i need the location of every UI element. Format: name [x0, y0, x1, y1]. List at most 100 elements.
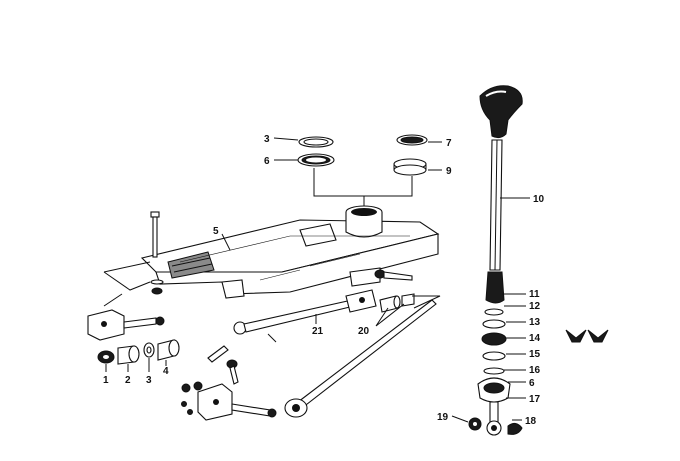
- sleeve-2-face: [128, 345, 140, 363]
- ring-8-inner: [400, 136, 424, 144]
- sleeve-4-face: [168, 339, 180, 357]
- bushing-set: [97, 339, 180, 365]
- housing-opening: [351, 208, 377, 216]
- console-lower-lug: [349, 267, 381, 287]
- mark-right: [587, 329, 609, 343]
- selector-rod: [297, 299, 437, 409]
- nut-b: [193, 381, 203, 391]
- callout-5: 5: [213, 226, 219, 237]
- leader-lines: [105, 137, 530, 423]
- console-edge: [179, 235, 410, 263]
- bolt-shank: [152, 216, 158, 258]
- callout-19: 19: [437, 412, 449, 423]
- console-bolt-tab: [299, 223, 337, 247]
- knob-highlight: [485, 90, 507, 97]
- pivot-bolt-shank: [383, 271, 413, 281]
- callout-15: 15: [529, 349, 541, 360]
- bolt-head: [150, 211, 160, 218]
- nut-a: [181, 383, 191, 393]
- rib-line: [173, 263, 213, 273]
- retaining-rings: [297, 134, 428, 206]
- callout-labels: 3 6 7 9 5 10 11 12 13 14 15 16 6 17 18 1…: [103, 134, 545, 427]
- lever-lower-sleeve: [485, 271, 505, 304]
- washer-a: [181, 401, 187, 407]
- sleeve-20a-face: [393, 295, 401, 309]
- callout-4: 4: [163, 366, 169, 377]
- rear-support-block: [87, 309, 165, 341]
- console-pivot-bolt: [374, 269, 413, 281]
- bushing-1-hole: [103, 355, 109, 359]
- rib-line: [171, 257, 211, 267]
- lower-bracket: [181, 345, 277, 421]
- console-detail: [259, 253, 361, 281]
- lever-lower-pin: [489, 401, 499, 423]
- callout-20: 20: [358, 326, 370, 337]
- nut: [151, 287, 163, 295]
- callout-3: 3: [146, 375, 152, 386]
- mount-bolt-assembly: [150, 211, 164, 295]
- small-bolt: [229, 365, 239, 385]
- ring-7-inner: [303, 138, 329, 146]
- mark-left: [565, 329, 587, 343]
- callout-10: 10: [533, 194, 545, 205]
- assembly-line: [103, 293, 123, 307]
- washer-12: [484, 308, 504, 316]
- sleeve-20b: [401, 293, 415, 307]
- callout-2: 2: [125, 375, 131, 386]
- assembly-line: [412, 295, 441, 309]
- ring-13: [482, 319, 506, 329]
- rod-pin: [267, 333, 277, 343]
- callout-6b: 6: [529, 378, 535, 389]
- callout-12: 12: [529, 301, 541, 312]
- callout-16: 16: [529, 365, 541, 376]
- lower-bracket-hole: [213, 399, 219, 405]
- rod-21: [243, 299, 355, 333]
- shift-rod: [233, 289, 377, 343]
- ring-16: [483, 367, 505, 375]
- ring-6-hole: [306, 157, 326, 163]
- callout-14: 14: [529, 333, 541, 344]
- ring-3-hole: [146, 346, 152, 354]
- callout-8: 7: [446, 138, 452, 149]
- shaft-centerline: [494, 139, 498, 271]
- callout-11: 11: [529, 289, 540, 300]
- callout-9: 9: [446, 166, 452, 177]
- support-nut: [155, 316, 165, 326]
- spring-9-bottom: [393, 164, 427, 176]
- lever-eye-hole: [491, 425, 497, 431]
- assembly-line: [103, 261, 151, 273]
- shift-console-bracket: [140, 205, 440, 299]
- shift-knob: [479, 85, 523, 139]
- clip-18: [507, 422, 523, 435]
- shift-lever-assembly: [468, 85, 523, 436]
- washer-15: [482, 351, 506, 361]
- console-ribbed-pad: [167, 251, 215, 279]
- callout-1: 1: [103, 375, 109, 386]
- support-block-hole: [101, 321, 107, 327]
- callout-21: 21: [312, 326, 324, 337]
- spring-9-side: [393, 164, 427, 170]
- console-mount-foot: [221, 279, 245, 299]
- sleeves-20: [379, 293, 415, 313]
- lower-bracket-bolt: [231, 403, 271, 417]
- publisher-mark: [565, 329, 609, 343]
- clevis-hole: [359, 297, 365, 303]
- bushing-14: [481, 332, 507, 346]
- selector-eye-hole: [292, 404, 300, 412]
- support-bolt: [123, 317, 157, 329]
- callout-13: 13: [529, 317, 541, 328]
- leader-19: [451, 415, 469, 423]
- assembly-line: [313, 168, 413, 197]
- bushing-19-hole: [473, 422, 477, 426]
- selector-linkage: [284, 299, 437, 418]
- leader-20: [375, 303, 405, 327]
- spring-pin: [207, 345, 229, 363]
- housing-body: [345, 212, 383, 238]
- callout-6a: 6: [264, 156, 270, 167]
- assembly-line: [103, 271, 151, 291]
- callout-18: 18: [525, 416, 537, 427]
- washer: [150, 279, 164, 285]
- leader-5: [221, 233, 231, 251]
- leader-7: [273, 137, 299, 141]
